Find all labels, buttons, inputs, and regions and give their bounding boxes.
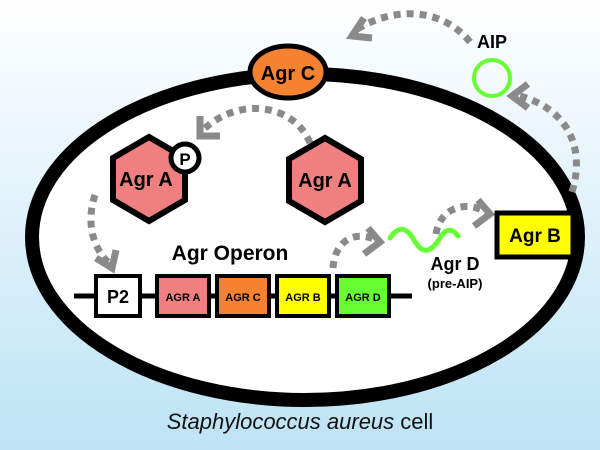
arrow-agra-to-p2 [87, 193, 120, 274]
arrow-aip-to-agrc [345, 10, 473, 45]
promoter-p2-label: P2 [107, 287, 129, 307]
phosphate-circle [168, 141, 202, 175]
agr-b-box [494, 210, 576, 260]
gene-box-agr-d [335, 274, 391, 318]
agr-b-protein: Agr B [494, 210, 576, 260]
gene-box-agr-c [215, 274, 271, 318]
gene-label-agr-b: AGR B [285, 292, 321, 304]
agr-c-label: Agr C [261, 63, 315, 85]
operon-genes: AGR A AGR C AGR B AGR D [155, 274, 391, 318]
arrow-operon-to-agrd [329, 225, 386, 269]
agr-c-protein: Agr C [247, 43, 329, 101]
promoter-p2-box [94, 274, 142, 318]
agr-d-wave [387, 226, 461, 253]
agr-a-phosphorylated: Agr A P [110, 133, 202, 225]
aip-peptide: AIP [472, 32, 512, 98]
agr-d-note: (pre-AIP) [428, 276, 483, 291]
agr-c-shape [247, 43, 329, 101]
arrow-agrb-to-aip [506, 81, 580, 194]
agr-a-unphosphorylated: Agr A [286, 134, 364, 226]
arrow-phosphorylation [196, 105, 314, 145]
caption-species: Staphylococcus aureus [167, 409, 394, 434]
cell-caption: Staphylococcus aureus cell [167, 409, 434, 434]
agr-b-label: Agr B [509, 226, 561, 247]
agr-operon: Agr Operon P2 AGR A AGR C AGR B AGR D [74, 242, 412, 318]
aip-label: AIP [477, 32, 507, 52]
aip-ring [472, 58, 512, 98]
agr-a-phospho-label: Agr A [119, 169, 173, 191]
gene-box-agr-a [155, 274, 211, 318]
gene-box-agr-b [275, 274, 331, 318]
arrow-agrd-to-agrb [432, 197, 496, 235]
agr-d-peptide: Agr D (pre-AIP) [387, 226, 483, 291]
gene-label-agr-a: AGR A [165, 292, 200, 304]
agr-d-label: Agr D [431, 254, 480, 274]
agr-a-hexagon [286, 134, 364, 226]
caption-rest: cell [394, 409, 433, 434]
phosphate-label: P [179, 150, 190, 169]
gene-label-agr-d: AGR D [345, 292, 381, 304]
agr-a-label: Agr A [298, 170, 352, 192]
gene-label-agr-c: AGR C [225, 292, 261, 304]
operon-title: Agr Operon [172, 242, 289, 265]
